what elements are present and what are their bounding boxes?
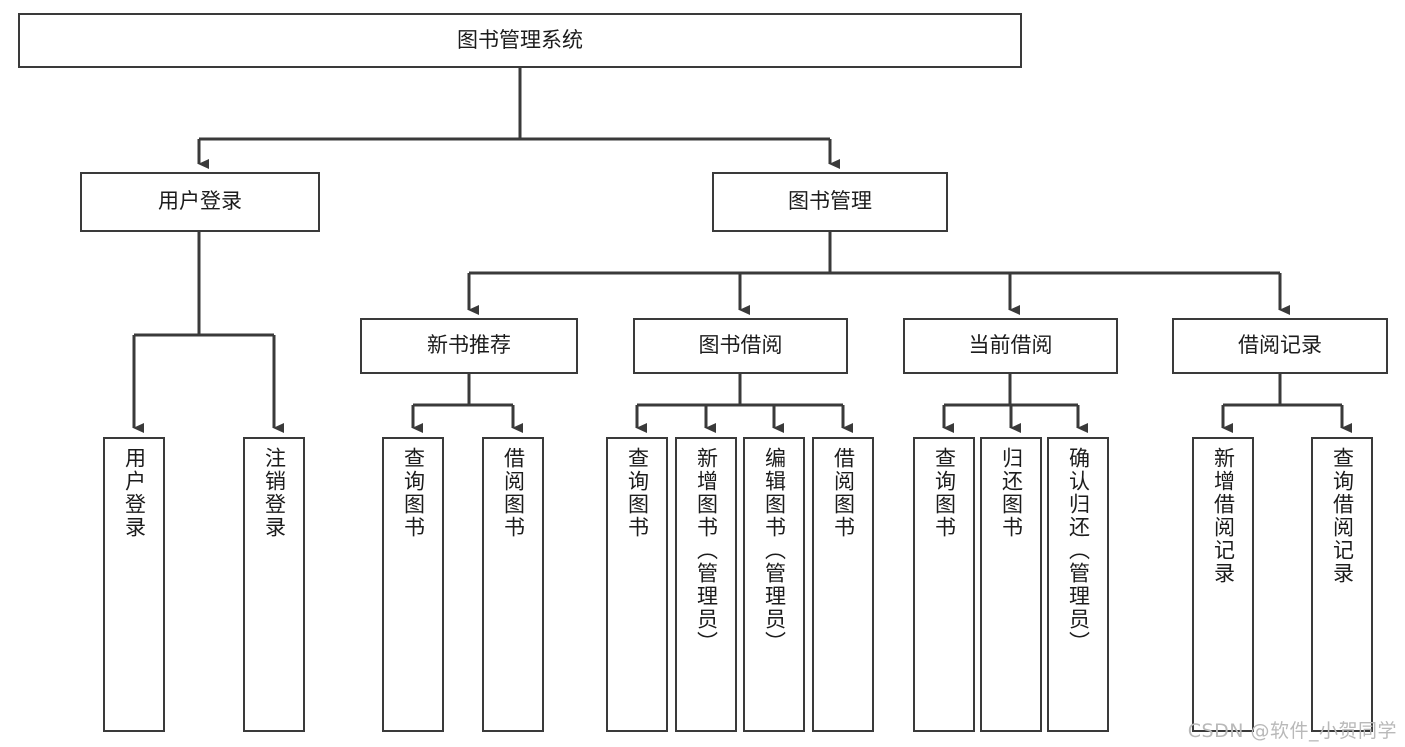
node-book-borrow[interactable]: 图书借阅 [633, 318, 848, 374]
node-label: 借阅图书 [501, 447, 526, 539]
node-label: 图书借阅 [698, 333, 783, 358]
leaf-user-login-logout[interactable]: 注销登录 [243, 437, 305, 732]
node-label: 归还图书 [999, 447, 1024, 539]
leaf-borrow-record-add-record[interactable]: 新增借阅记录 [1192, 437, 1254, 732]
node-label: 新增借阅记录 [1211, 447, 1236, 585]
node-label: 用户登录 [122, 447, 147, 539]
node-label: 新增图书（管理员） [694, 447, 719, 654]
node-borrow-record[interactable]: 借阅记录 [1172, 318, 1388, 374]
leaf-user-login-login[interactable]: 用户登录 [103, 437, 165, 732]
node-label: 新书推荐 [427, 333, 511, 358]
node-current-borrow[interactable]: 当前借阅 [903, 318, 1118, 374]
leaf-book-borrow-add-book-admin[interactable]: 新增图书（管理员） [675, 437, 737, 732]
leaf-current-borrow-return-book[interactable]: 归还图书 [980, 437, 1042, 732]
node-book-management[interactable]: 图书管理 [712, 172, 948, 232]
leaf-borrow-record-query-record[interactable]: 查询借阅记录 [1311, 437, 1373, 732]
node-label: 当前借阅 [968, 333, 1053, 358]
node-label: 查询图书 [401, 447, 426, 539]
node-label: 图书管理系统 [457, 27, 583, 52]
leaf-current-borrow-query-book[interactable]: 查询图书 [913, 437, 975, 732]
node-root-book-management-system[interactable]: 图书管理系统 [18, 13, 1022, 68]
node-label: 用户登录 [158, 189, 242, 214]
leaf-book-borrow-query-book[interactable]: 查询图书 [606, 437, 668, 732]
node-label: 借阅图书 [831, 447, 856, 539]
node-label: 查询借阅记录 [1330, 447, 1355, 585]
node-label: 编辑图书（管理员） [762, 447, 787, 654]
node-label: 借阅记录 [1238, 333, 1322, 358]
leaf-new-book-borrow-book[interactable]: 借阅图书 [482, 437, 544, 732]
node-label: 确认归还（管理员） [1066, 447, 1091, 654]
node-label: 图书管理 [788, 189, 872, 214]
node-label: 查询图书 [932, 447, 957, 539]
leaf-current-borrow-confirm-return-admin[interactable]: 确认归还（管理员） [1047, 437, 1109, 732]
node-user-login[interactable]: 用户登录 [80, 172, 320, 232]
node-label: 查询图书 [625, 447, 650, 539]
leaf-book-borrow-edit-book-admin[interactable]: 编辑图书（管理员） [743, 437, 805, 732]
leaf-new-book-query-book[interactable]: 查询图书 [382, 437, 444, 732]
leaf-book-borrow-borrow-book[interactable]: 借阅图书 [812, 437, 874, 732]
node-new-book-recommend[interactable]: 新书推荐 [360, 318, 578, 374]
node-label: 注销登录 [262, 447, 287, 539]
